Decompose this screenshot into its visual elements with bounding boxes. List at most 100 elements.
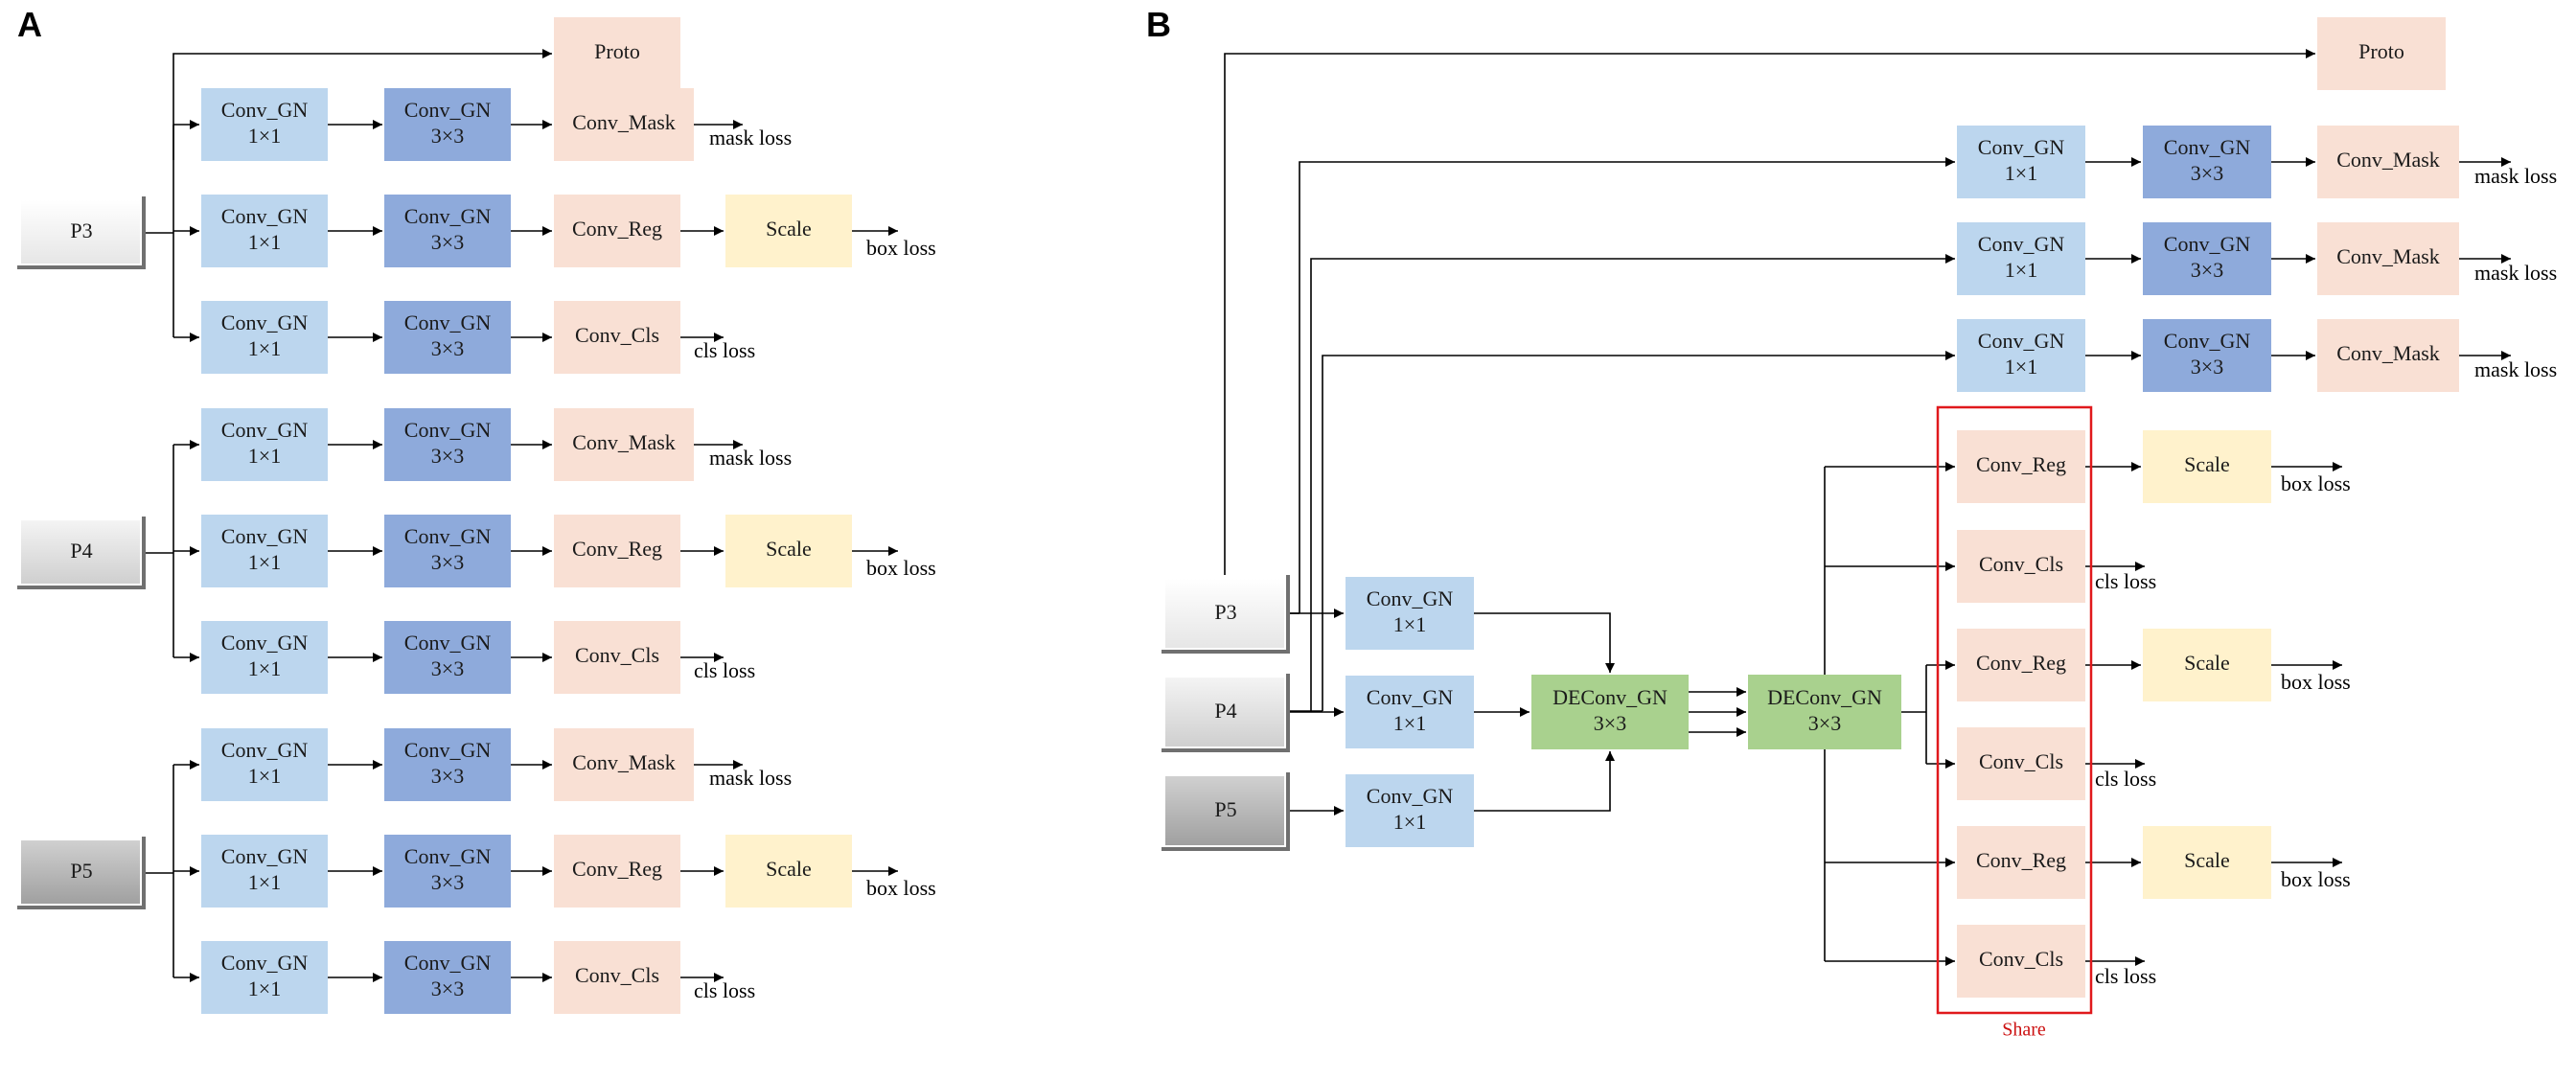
a-p3-reg-conv3x3: Conv_GN3×3 — [384, 195, 511, 267]
a-p5-cls-conv1x1: Conv_GN1×1 — [201, 941, 328, 1014]
b-share-2-cls-head-label: Conv_Cls — [1979, 552, 2063, 576]
b-input-p3: P3 — [1162, 575, 1290, 654]
b-mask-2-conv1x1-label: Conv_GN — [1978, 232, 2065, 256]
a-p5-mask-conv3x3-label: Conv_GN — [404, 738, 492, 762]
a-p4-mask-conv3x3-rect — [384, 408, 511, 481]
a-p5-reg-conv3x3-rect — [384, 835, 511, 908]
a-p4-cls-conv3x3: Conv_GN3×3 — [384, 621, 511, 694]
b-share-2-cls-head-rect — [1957, 530, 2085, 603]
a-p4-reg-conv1x1-kernel: 1×1 — [248, 550, 281, 574]
a-p5-mask-head-rect — [554, 728, 694, 801]
b-mask-1-conv3x3-label: Conv_GN — [2164, 135, 2251, 159]
b-p5-conv1x1-label: Conv_GN — [1367, 784, 1454, 808]
b-mask-2-conv1x1: Conv_GN1×1 — [1957, 222, 2085, 295]
a-p3-cls-conv3x3-kernel: 3×3 — [431, 336, 464, 360]
b-share-3-reg-head: Conv_Reg — [1957, 629, 2085, 701]
a-input-p3-face — [21, 200, 140, 264]
b-proto-box-rect — [2317, 17, 2446, 90]
a-p3-cls-head-label: Conv_Cls — [575, 323, 659, 347]
b-share-6-cls-head: Conv_Cls — [1957, 925, 2085, 998]
b-share-6-cls-loss: cls loss — [2095, 964, 2156, 988]
a-p4-cls-conv1x1-label: Conv_GN — [221, 631, 309, 655]
a-p5-cls-conv1x1-kernel: 1×1 — [248, 977, 281, 1000]
a-p3-mask-conv3x3: Conv_GN3×3 — [384, 88, 511, 161]
a-p5-cls-conv3x3: Conv_GN3×3 — [384, 941, 511, 1014]
a-proto-box-rect — [554, 17, 680, 90]
panel-label-a: A — [17, 5, 42, 44]
b-mask-2-conv1x1-kernel: 1×1 — [2005, 258, 2037, 282]
a-p4-mask-conv1x1: Conv_GN1×1 — [201, 408, 328, 481]
b-mask-2-head: Conv_Mask — [2317, 222, 2459, 295]
b-share-1-reg-head-label: Conv_Reg — [1976, 452, 2066, 476]
b-p4-conv1x1-rect — [1346, 676, 1474, 748]
b-mask-3-head-label: Conv_Mask — [2336, 341, 2440, 365]
a-p5-cls-head: Conv_Cls — [554, 941, 680, 1014]
b-input-p4: P4 — [1162, 674, 1290, 752]
b-input-p3-face — [1165, 579, 1284, 648]
b-share-4-cls-loss: cls loss — [2095, 767, 2156, 791]
a-p3-reg-conv1x1-label: Conv_GN — [221, 204, 309, 228]
b-p4-conv1x1: Conv_GN1×1 — [1346, 676, 1474, 748]
a-p3-mask-conv1x1: Conv_GN1×1 — [201, 88, 328, 161]
a-p4-cls-conv3x3-label: Conv_GN — [404, 631, 492, 655]
a-p5-mask-conv1x1-rect — [201, 728, 328, 801]
a-p3-mask-head-rect — [554, 88, 694, 161]
b-share-3-reg-scale: Scale — [2143, 629, 2271, 701]
b-share-1-reg-head: Conv_Reg — [1957, 430, 2085, 503]
b-mask-3-conv3x3: Conv_GN3×3 — [2143, 319, 2271, 392]
b-share-5-reg-loss: box loss — [2281, 867, 2351, 891]
b-deconv-2-kernel: 3×3 — [1808, 711, 1841, 735]
a-p5-mask-conv1x1-label: Conv_GN — [221, 738, 309, 762]
b-deconv-2-label: DEConv_GN — [1767, 685, 1882, 709]
b-mask-3-conv1x1-label: Conv_GN — [1978, 329, 2065, 353]
b-deconv-1: DEConv_GN3×3 — [1531, 675, 1689, 749]
a-proto-box: Proto — [554, 17, 680, 90]
a-input-p5: P5 — [17, 837, 146, 909]
a-p4-reg-conv3x3-kernel: 3×3 — [431, 550, 464, 574]
b-edge-proto — [1224, 49, 2315, 579]
a-p3-reg-conv1x1-kernel: 1×1 — [248, 230, 281, 254]
b-p5-conv1x1-kernel: 1×1 — [1393, 810, 1426, 834]
a-p3-mask-loss: mask loss — [709, 126, 792, 149]
b-mask-3-conv3x3-kernel: 3×3 — [2191, 355, 2223, 379]
b-edge-p5-deconv — [1474, 751, 1615, 812]
b-share-6-cls-head-label: Conv_Cls — [1979, 947, 2063, 971]
b-mask-1-loss: mask loss — [2474, 164, 2557, 188]
a-p3-cls-conv3x3: Conv_GN3×3 — [384, 301, 511, 374]
b-deconv-1-label: DEConv_GN — [1552, 685, 1668, 709]
b-share-5-reg-scale-label: Scale — [2184, 848, 2230, 872]
a-p5-cls-conv3x3-rect — [384, 941, 511, 1014]
b-edge-p3-deconv — [1474, 612, 1615, 673]
b-share-3-reg-head-label: Conv_Reg — [1976, 651, 2066, 675]
b-mask-1-conv3x3-kernel: 3×3 — [2191, 161, 2223, 185]
b-input-p4-label: P4 — [1214, 699, 1236, 723]
a-p4-reg-loss: box loss — [866, 556, 936, 580]
a-p4-reg-scale-rect — [725, 515, 852, 587]
b-mask-1-conv3x3: Conv_GN3×3 — [2143, 126, 2271, 198]
a-p3-mask-conv3x3-label: Conv_GN — [404, 98, 492, 122]
a-p3-reg-conv3x3-rect — [384, 195, 511, 267]
a-p5-reg-head: Conv_Reg — [554, 835, 680, 908]
b-p3-conv1x1-rect — [1346, 577, 1474, 650]
b-mask-2-conv3x3-kernel: 3×3 — [2191, 258, 2223, 282]
b-share-5-reg-scale-rect — [2143, 826, 2271, 899]
a-p5-mask-conv1x1: Conv_GN1×1 — [201, 728, 328, 801]
a-p3-reg-conv3x3-label: Conv_GN — [404, 204, 492, 228]
a-p5-reg-conv3x3-label: Conv_GN — [404, 844, 492, 868]
a-p3-cls-conv1x1-rect — [201, 301, 328, 374]
b-input-p5-label: P5 — [1214, 797, 1236, 821]
b-input-p5-face — [1165, 776, 1284, 845]
a-p4-mask-conv1x1-label: Conv_GN — [221, 418, 309, 442]
a-p4-reg-head-label: Conv_Reg — [572, 537, 662, 561]
a-p4-reg-head-rect — [554, 515, 680, 587]
b-mask-2-conv1x1-rect — [1957, 222, 2085, 295]
a-p5-cls-loss: cls loss — [694, 978, 755, 1002]
a-input-p5-face — [21, 840, 140, 904]
a-p5-reg-head-rect — [554, 835, 680, 908]
a-p3-reg-conv1x1: Conv_GN1×1 — [201, 195, 328, 267]
b-p3-conv1x1: Conv_GN1×1 — [1346, 577, 1474, 650]
b-p4-conv1x1-label: Conv_GN — [1367, 685, 1454, 709]
